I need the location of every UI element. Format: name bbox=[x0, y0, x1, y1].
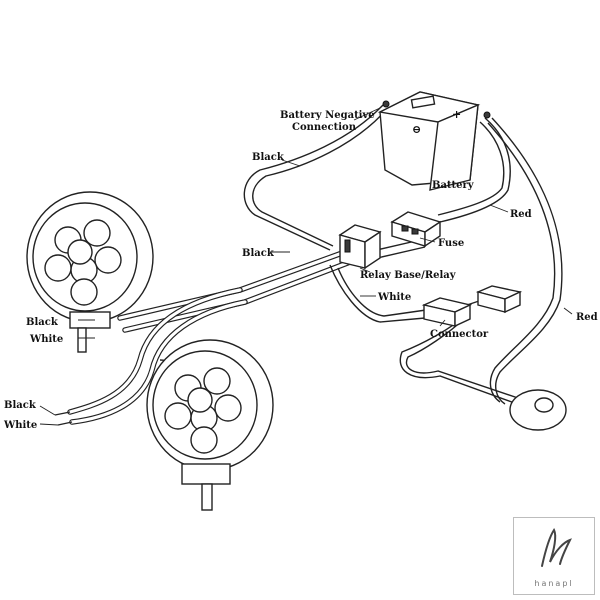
label-black-lamp: Black bbox=[26, 317, 59, 328]
label-connector: Connector bbox=[430, 329, 489, 340]
label-battery: Battery bbox=[432, 180, 475, 191]
connector bbox=[421, 285, 523, 328]
switch bbox=[509, 389, 567, 431]
battery-positive-symbol: + bbox=[452, 108, 461, 121]
relay bbox=[338, 224, 382, 270]
label-white-mid: White bbox=[377, 292, 411, 303]
label-relay: Relay Base/Relay bbox=[360, 270, 457, 281]
loose-wire-ends bbox=[54, 411, 73, 426]
label-white-bottom: White bbox=[3, 420, 37, 431]
logo-text: hanapl bbox=[534, 579, 574, 588]
label-black-bottom: Black bbox=[4, 400, 37, 411]
label-red-top: Red bbox=[510, 209, 532, 220]
label-black-top: Black bbox=[252, 152, 285, 163]
labels: Battery Negative Connection Battery Blac… bbox=[3, 110, 598, 431]
label-red-right: Red bbox=[576, 312, 598, 323]
battery-negative-symbol: ⊖ bbox=[412, 123, 421, 136]
label-leaders bbox=[39, 107, 573, 426]
logo-mark-icon bbox=[541, 528, 572, 567]
label-connection: Connection bbox=[292, 122, 357, 133]
work-lamp-2 bbox=[146, 339, 274, 511]
fuse bbox=[390, 211, 442, 248]
work-lamp-1 bbox=[26, 191, 154, 353]
label-battery-negative: Battery Negative bbox=[280, 110, 375, 121]
watermark-logo: hanapl bbox=[513, 517, 595, 595]
label-fuse: Fuse bbox=[438, 238, 464, 249]
battery: ⊖ + bbox=[377, 91, 491, 191]
label-white-lamp: White bbox=[29, 334, 63, 345]
label-black-mid: Black bbox=[242, 248, 275, 259]
